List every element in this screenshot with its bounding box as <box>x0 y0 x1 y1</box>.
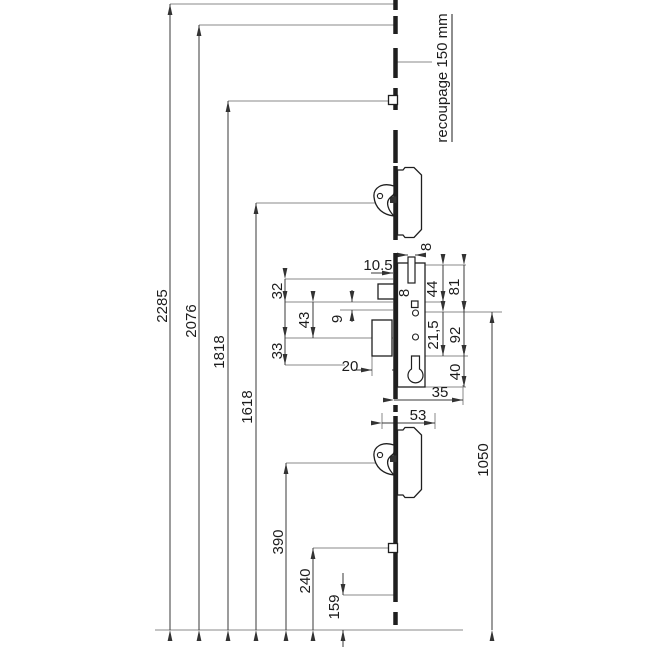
lower-hook-bolt <box>373 443 396 476</box>
dim-20: 20 <box>342 358 359 375</box>
roller-studs <box>387 94 399 554</box>
euro-cylinder-hole <box>407 355 424 384</box>
upper-hook-pivot <box>390 196 397 203</box>
dim-44: 44 <box>424 281 441 298</box>
dimension-labels: 2285 2076 1818 1618 390 240 159 1050 32 … <box>154 243 492 620</box>
recoupage-label: recoupage 150 mm <box>434 13 451 142</box>
latch-bolt <box>377 283 395 300</box>
lower-hook-hole <box>376 451 384 459</box>
follower-square <box>410 300 419 309</box>
fixing-hole-lower <box>411 333 420 341</box>
top-roller-stud <box>387 94 399 106</box>
lower-hook-case <box>396 426 423 499</box>
dim-33: 33 <box>269 343 286 360</box>
dim-21-5: 21,5 <box>425 320 442 349</box>
dim-8-slot: 8 <box>418 243 435 251</box>
dim-43: 43 <box>296 312 313 329</box>
dim-390: 390 <box>270 529 287 554</box>
dim-92: 92 <box>447 327 464 344</box>
upper-hook-case <box>396 166 423 239</box>
dim-1050: 1050 <box>475 443 492 476</box>
dim-159: 159 <box>326 594 343 619</box>
dim-81: 81 <box>446 279 463 296</box>
upper-hook-bolt <box>373 184 396 217</box>
dim-32: 32 <box>269 283 286 300</box>
lower-hook-lock <box>373 426 423 499</box>
dim-overall-height: 2285 <box>154 289 171 322</box>
dim-53: 53 <box>410 407 427 424</box>
central-gearbox <box>371 256 426 388</box>
upper-hook-hole <box>376 192 384 200</box>
dim-10-5: 10.5 <box>363 257 392 274</box>
dimension-lines <box>167 4 495 647</box>
dim-8-follower: 8 <box>396 289 413 297</box>
fixing-hole-upper <box>411 309 420 317</box>
dim-40: 40 <box>447 364 464 381</box>
drive-rod-slot <box>407 256 416 284</box>
lower-hook-pivot <box>390 455 397 462</box>
dim-1818: 1818 <box>211 335 228 368</box>
dim-240: 240 <box>297 568 314 593</box>
dim-1618: 1618 <box>239 390 256 423</box>
dim-9: 9 <box>329 315 346 323</box>
recoupage-note: recoupage 150 mm <box>434 13 453 143</box>
dim-35: 35 <box>432 384 449 401</box>
gearbox-rear-box <box>371 319 393 357</box>
bottom-roller-stud <box>387 542 399 554</box>
dim-2076: 2076 <box>183 304 200 337</box>
upper-hook-lock <box>373 166 423 239</box>
